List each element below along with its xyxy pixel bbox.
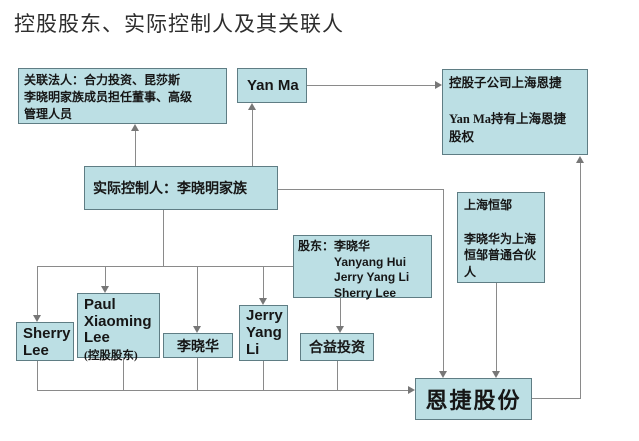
connector-controller-to-related [135, 130, 136, 166]
connector-controller-down-to-enjie [443, 189, 444, 371]
node-shareholders-names: 李晓华 Yanyang Hui Jerry Yang Li Sherry Lee [334, 239, 410, 300]
arrowhead-up-icon [131, 124, 139, 131]
arrowhead-down-icon [439, 371, 447, 378]
node-paul-xiaoming-lee-role: (控股股东) [84, 349, 138, 362]
connector-jerry-to-bus [263, 361, 264, 391]
node-holding-subsidiary: 控股子公司上海恩捷 Yan Ma持有上海恩捷 股权 [442, 69, 588, 155]
connector-upper-bus [37, 266, 293, 267]
node-yan-ma: Yan Ma [237, 68, 307, 103]
node-enjie-shares: 恩捷股份 [415, 378, 532, 420]
node-sherry-lee-label: Sherry Lee [23, 325, 71, 360]
node-shareholders-prefix: 股东： [298, 239, 335, 253]
node-related-legal-persons-label: 关联法人：合力投资、昆莎斯 李晓明家族成员担任董事、高级 管理人员 [24, 73, 193, 122]
arrowhead-up-icon [576, 156, 584, 163]
connector-bus-to-lixiaohua [197, 266, 198, 326]
node-jerry-yang-li: Jerry Yang Li [239, 305, 288, 361]
connector-enjie-right [532, 398, 581, 399]
arrowhead-right-icon [408, 386, 415, 394]
connector-bus-to-paul [105, 266, 106, 286]
connector-paul-to-bus [123, 358, 124, 391]
node-actual-controller-label: 实际控制人：李晓明家族 [93, 182, 247, 197]
node-related-legal-persons: 关联法人：合力投资、昆莎斯 李晓明家族成员担任董事、高级 管理人员 [18, 68, 227, 124]
arrowhead-down-icon [492, 371, 500, 378]
arrowhead-down-icon [33, 315, 41, 322]
node-shareholders: 股东： 李晓华 Yanyang Hui Jerry Yang Li Sherry… [293, 235, 432, 300]
arrowhead-down-icon [193, 326, 201, 333]
connector-bus-to-sherry [37, 266, 38, 315]
connector-controller-to-bus [163, 210, 164, 266]
node-shanghai-hengzou: 上海恒邹 李晓华为上海 恒邹普通合伙 人 [457, 192, 545, 283]
node-enjie-shares-label: 恩捷股份 [425, 388, 522, 413]
connector-enjie-up-to-subsidiary [580, 162, 581, 399]
node-paul-xiaoming-lee: Paul Xiaoming Lee (控股股东) [77, 293, 160, 362]
node-li-xiaohua: 李晓华 [163, 333, 233, 358]
connector-controller-right [278, 189, 444, 190]
node-actual-controller: 实际控制人：李晓明家族 [84, 166, 278, 210]
connector-controller-to-yanma [252, 109, 253, 166]
connector-sherry-to-bus [37, 361, 38, 391]
node-jerry-yang-li-label: Jerry Yang Li [246, 307, 283, 358]
node-li-xiaohua-label: 李晓华 [177, 339, 219, 355]
connector-lower-bus [37, 390, 408, 391]
connector-yanma-to-subsidiary [307, 85, 436, 86]
node-heyi-investment: 合益投资 [300, 333, 374, 361]
node-sherry-lee: Sherry Lee [16, 322, 74, 361]
connector-lixiaohua-to-bus [197, 358, 198, 391]
connector-hengzou-to-enjie [496, 283, 497, 371]
node-yan-ma-label: Yan Ma [247, 77, 299, 94]
node-holding-subsidiary-label: 控股子公司上海恩捷 Yan Ma持有上海恩捷 股权 [449, 76, 567, 145]
connector-shareholders-to-heyi [340, 298, 341, 326]
page-title: 控股股东、实际控制人及其关联人 [14, 12, 344, 36]
node-shanghai-hengzou-label: 上海恒邹 李晓华为上海 恒邹普通合伙 人 [464, 198, 537, 280]
arrowhead-right-icon [435, 81, 442, 89]
arrowhead-up-icon [248, 103, 256, 110]
arrowhead-down-icon [336, 326, 344, 333]
connector-bus-to-jerry [263, 266, 264, 298]
arrowhead-down-icon [101, 286, 109, 293]
connector-heyi-to-bus [337, 361, 338, 391]
arrowhead-down-icon [259, 298, 267, 305]
node-heyi-investment-label: 合益投资 [309, 341, 365, 356]
node-paul-xiaoming-lee-name: Paul Xiaoming Lee [84, 296, 152, 346]
